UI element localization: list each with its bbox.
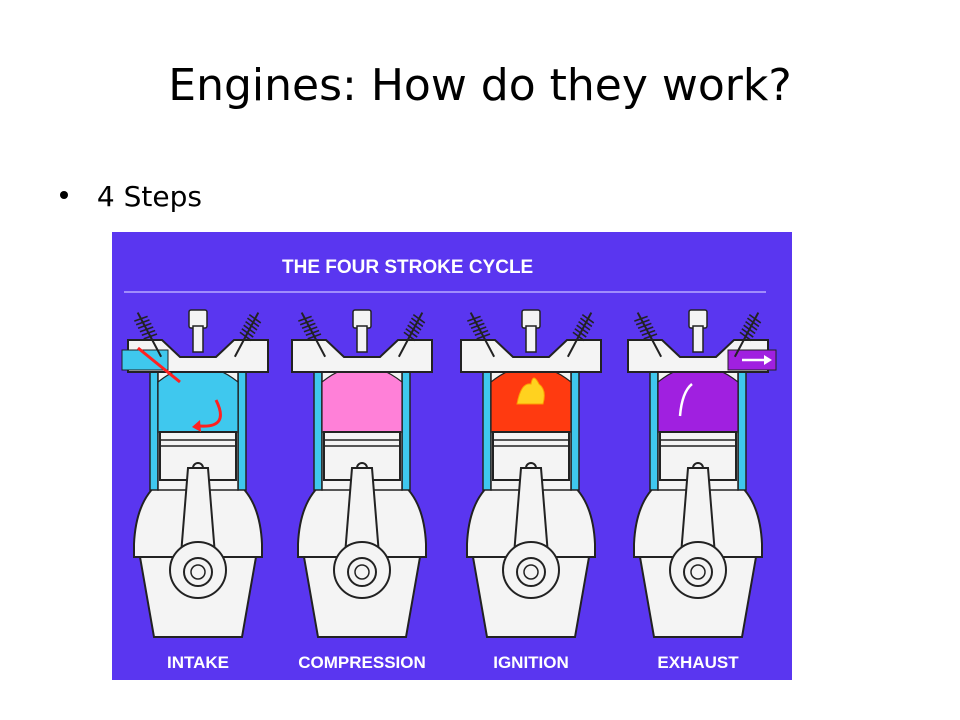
- valve-stem: [300, 312, 327, 358]
- cylinder-wall-left: [313, 371, 323, 491]
- valve-stem: [469, 312, 496, 358]
- spark-plug-body: [356, 325, 368, 353]
- cylinder-head: [460, 339, 602, 373]
- valve-stem: [566, 312, 593, 358]
- exhaust-flow-arrow: [678, 383, 693, 417]
- spark-plug-body: [192, 325, 204, 353]
- crankshaft-center: [690, 564, 706, 580]
- bullet-text: 4 Steps: [96, 180, 202, 213]
- crankshaft-center: [523, 564, 539, 580]
- slide-title: Engines: How do they work?: [168, 60, 792, 111]
- stage-compression: COMPRESSION: [291, 309, 433, 672]
- valve-spring-right: [733, 312, 762, 358]
- stage-ignition: IGNITION: [460, 309, 602, 672]
- diagram-title: THE FOUR STROKE CYCLE: [282, 257, 533, 278]
- crankshaft-center: [190, 564, 206, 580]
- engine-stages: INTAKE COMPRESSION IGNITION EXHAUST: [121, 309, 777, 672]
- stage-label: INTAKE: [167, 653, 229, 672]
- bullet-item: 4 Steps: [60, 180, 202, 213]
- stage-label: COMPRESSION: [298, 653, 426, 672]
- stage-label: EXHAUST: [657, 653, 739, 672]
- intake-flow-arrow: [137, 346, 222, 428]
- combustion-chamber: [657, 365, 739, 433]
- cylinder-head: [291, 339, 433, 373]
- valve-spring-left: [298, 312, 327, 358]
- valve-spring-left: [134, 312, 163, 358]
- cylinder-wall-right: [570, 371, 580, 491]
- valve-stem: [636, 312, 663, 358]
- ignition-flame: [516, 377, 545, 405]
- valve-spring-left: [467, 312, 496, 358]
- valve-stem: [233, 312, 260, 358]
- valve-stem: [733, 312, 760, 358]
- intake-port: [121, 349, 169, 371]
- valve-spring-right: [566, 312, 595, 358]
- valve-spring-left: [634, 312, 663, 358]
- cylinder-wall-right: [237, 371, 247, 491]
- stage-label: IGNITION: [493, 653, 569, 672]
- cylinder-wall-right: [737, 371, 747, 491]
- valve-spring-right: [233, 312, 262, 358]
- combustion-chamber: [321, 365, 403, 433]
- valve-stem: [397, 312, 424, 358]
- stage-intake: INTAKE: [121, 309, 269, 672]
- cylinder-wall-left: [482, 371, 492, 491]
- valve-spring-right: [397, 312, 426, 358]
- intake-arrow-head: [192, 420, 201, 432]
- cylinder-wall-left: [649, 371, 659, 491]
- valve-stem: [136, 312, 163, 358]
- spark-plug-body: [525, 325, 537, 353]
- cylinder-wall-left: [149, 371, 159, 491]
- cylinder-wall-right: [401, 371, 411, 491]
- exhaust-arrow-head: [764, 355, 772, 365]
- bullet-dot-icon: [60, 191, 68, 199]
- stage-exhaust: EXHAUST: [627, 309, 777, 672]
- spark-plug-body: [692, 325, 704, 353]
- crankshaft-center: [354, 564, 370, 580]
